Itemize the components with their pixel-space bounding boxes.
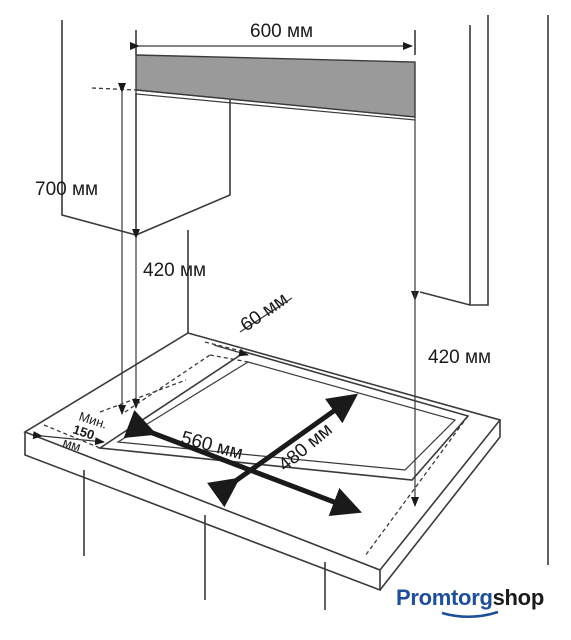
rear-gap-leader [239,297,293,333]
hood-body [135,54,416,118]
countertop-side-edge [379,420,501,591]
left-gap-guide [124,354,211,413]
cutout-width-label: 560 мм [179,428,245,465]
rear-gap-dimension [213,344,249,357]
right-wall-cabinet [419,15,489,306]
height-guide-bottom [99,379,187,413]
side-clearance-label: 420 мм [428,347,491,368]
cabinet-clearance-label: 420 мм [143,260,206,281]
logo-part-2: shop [492,585,545,610]
cutout-depth-arrow [206,393,359,508]
left-wall-cabinet [61,20,231,237]
promtorgshop-logo: Promtorgshop [396,585,544,615]
cutout-right-guide [364,415,469,557]
logo-swoosh-icon [441,610,499,618]
wall-cabinet-height-label: 700 мм [35,179,98,200]
front-min-unit-label: мм [61,435,83,455]
rear-gap-guide-2 [209,354,249,363]
countertop [23,332,502,571]
height-guide-top [91,87,137,91]
rear-gap-label: 60 мм [237,289,292,336]
front-min-dimension [32,431,105,446]
hood-width-label: 600 мм [250,21,313,42]
logo-part-1: Promtorg [396,585,493,610]
countertop-front-edge [24,432,381,592]
front-min-value-label: 150 [71,422,96,443]
